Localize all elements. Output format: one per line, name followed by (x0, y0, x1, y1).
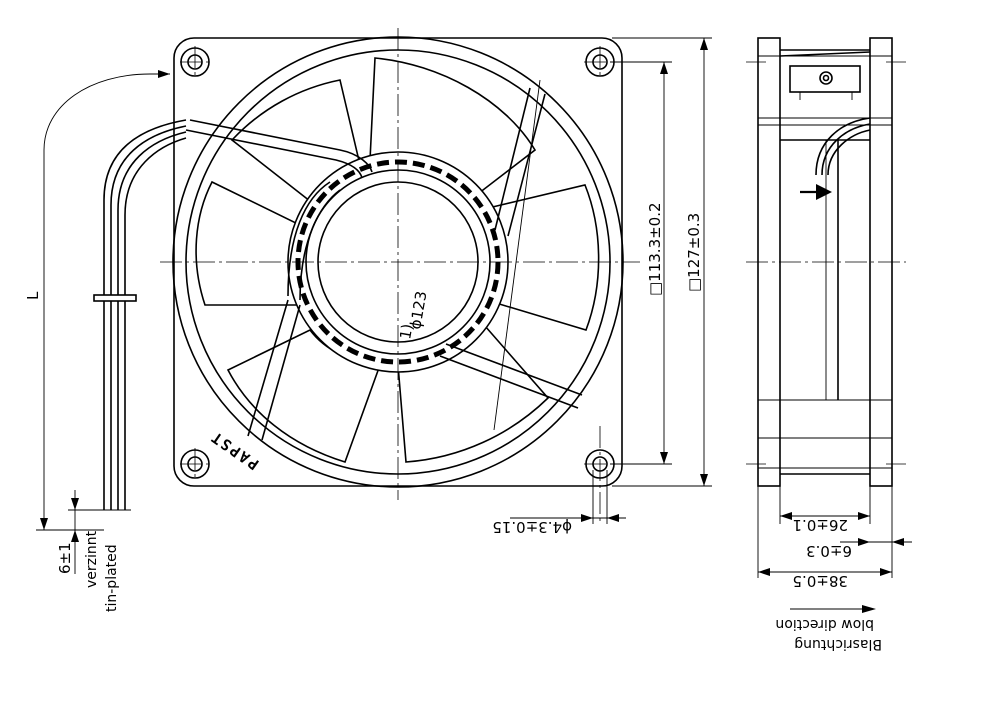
strut (507, 93, 546, 237)
depth-total-dimension: 38±0.5 (757, 486, 893, 590)
depth-total-label: 38±0.5 (792, 572, 848, 590)
cable-tie (93, 294, 137, 302)
strut (185, 129, 363, 179)
blow-direction-en-label: blow direction (775, 616, 874, 632)
hole-spacing-label: □113.3±0.2 (646, 202, 664, 296)
mounting-hole-label: ϕ4.3±0.15 (492, 518, 572, 536)
hub-marker-label: 1) (396, 322, 416, 340)
frame-size-dimension: □127±0.3 (612, 37, 712, 487)
tin-plated-de-label: verzinnt (84, 530, 100, 588)
front-center-lines (160, 28, 640, 524)
frame-size-label: □127±0.3 (685, 213, 703, 292)
blow-direction-legend: blow direction Blasrichtung (775, 605, 882, 652)
strut (189, 119, 373, 173)
impeller-blades (195, 57, 600, 463)
strut (299, 189, 341, 301)
strut (261, 304, 301, 441)
depth-inner-label: 26±0.1 (792, 516, 848, 534)
hole-spacing-dimension: □113.3±0.2 (610, 61, 672, 465)
side-connector (789, 65, 861, 93)
strut (287, 181, 331, 297)
side-flow-arrow (816, 184, 832, 200)
lead-length-label: L (24, 291, 42, 300)
depth-flange-dimension: 6±0.3 (806, 486, 912, 560)
blow-direction-arrow (862, 605, 876, 613)
strut (439, 355, 579, 409)
strip-length-dimension: 6±1 verzinnt tin-plated (56, 490, 120, 612)
hub-diameter-leader (493, 79, 541, 431)
mounting-hole-dimension: ϕ4.3±0.15 (492, 470, 626, 536)
strut (247, 299, 289, 437)
blade (195, 180, 301, 306)
depth-inner-dimension: 26±0.1 (779, 486, 871, 534)
tin-plated-en-label: tin-plated (104, 544, 120, 612)
side-view (746, 37, 906, 487)
frame-struts (185, 87, 583, 441)
lead-wires (93, 119, 187, 511)
side-wire (815, 117, 871, 176)
depth-flange-label: 6±0.3 (806, 542, 852, 560)
strut (445, 343, 583, 396)
lead-length-dimension: L (24, 70, 170, 531)
strip-length-label: 6±1 (56, 542, 74, 574)
front-view: ϕ123 1) PAPST (160, 28, 640, 524)
strut (494, 87, 531, 231)
blow-direction-de-label: Blasrichtung (794, 636, 882, 652)
